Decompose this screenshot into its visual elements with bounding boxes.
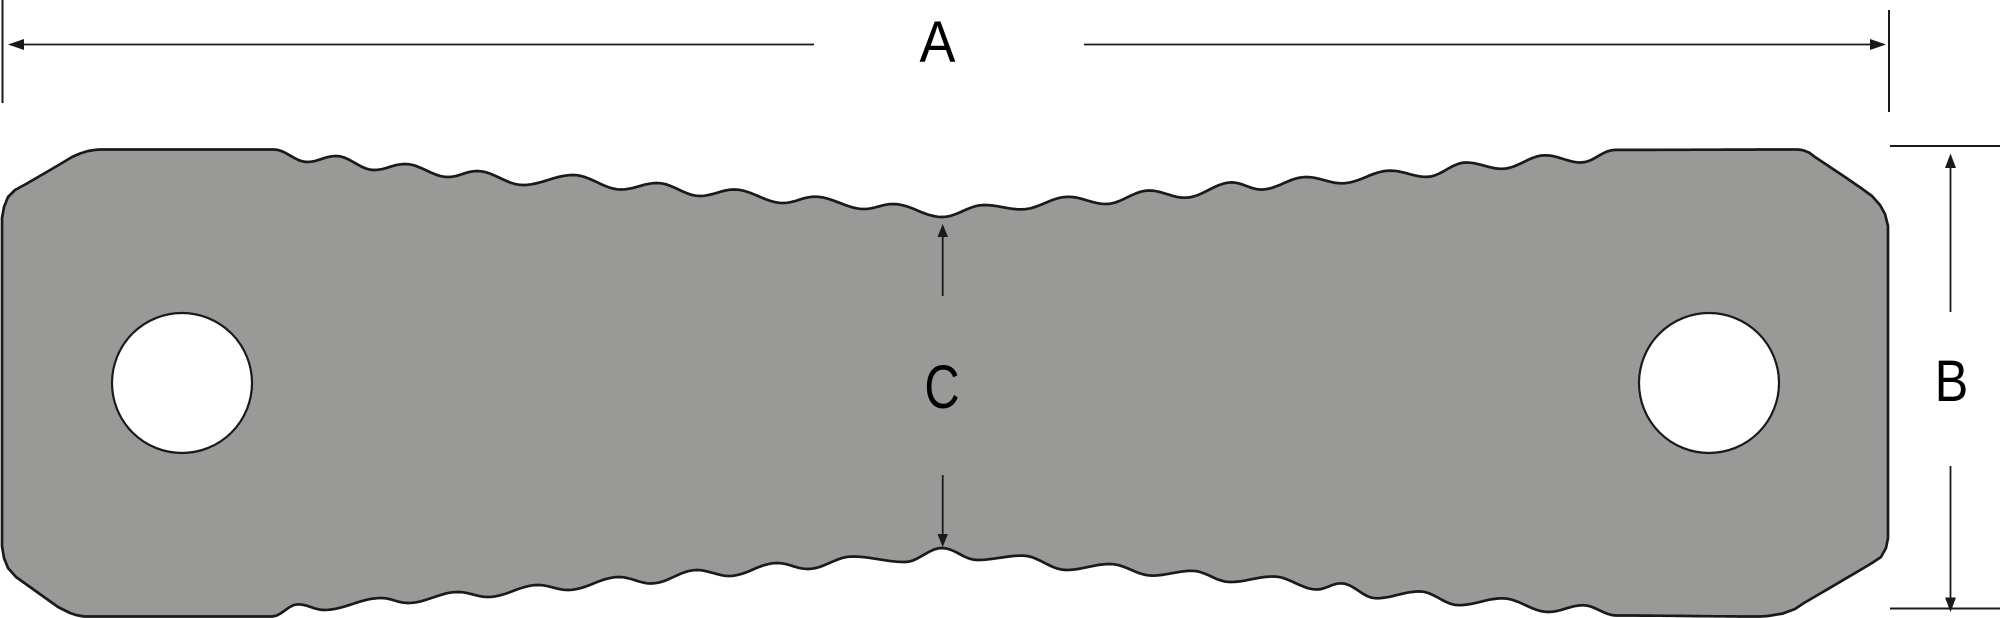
svg-text:C: C: [924, 353, 959, 421]
svg-text:B: B: [1935, 349, 1969, 414]
svg-text:A: A: [920, 9, 957, 74]
